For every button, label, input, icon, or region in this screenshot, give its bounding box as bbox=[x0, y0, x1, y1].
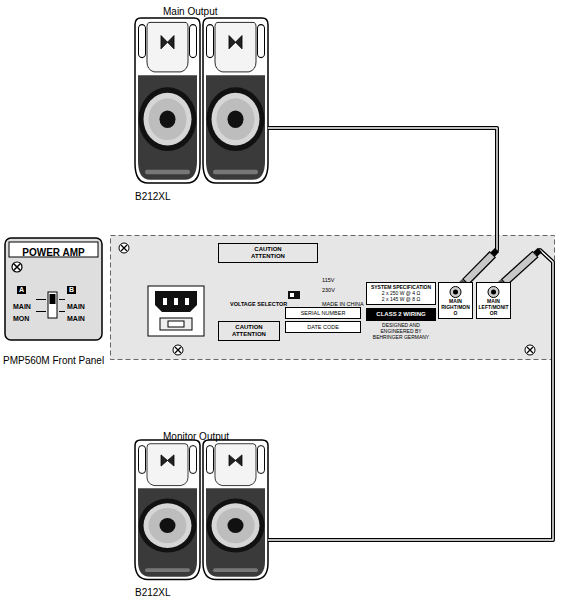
speaker bbox=[135, 440, 200, 580]
spec-text: 2 x 145 W @ 8 Ω bbox=[369, 297, 433, 303]
plug-strain-relief bbox=[493, 250, 497, 254]
output-jack: MAIN RIGHT/MONO bbox=[438, 282, 473, 319]
plug-body bbox=[504, 254, 536, 283]
output-label: Main Output bbox=[163, 6, 217, 18]
caution-text: ATTENTION bbox=[221, 331, 277, 338]
output-jack: MAIN LEFT/MONITOR bbox=[476, 282, 511, 319]
rear-panel: VOLTAGE SELECTOR115V230VMADE IN CHINADES… bbox=[110, 235, 555, 360]
output-label: B212XL bbox=[135, 587, 171, 599]
front-panel-art bbox=[5, 238, 102, 340]
speaker-cable bbox=[268, 128, 497, 282]
output-label: B212XL bbox=[135, 191, 171, 203]
panel-print: 115V bbox=[322, 277, 334, 283]
speaker bbox=[203, 440, 268, 580]
jack-label: MAIN LEFT/MONITOR bbox=[478, 299, 509, 316]
jack-socket bbox=[439, 283, 472, 299]
cable-core bbox=[268, 128, 497, 282]
front-panel: POWER AMPABMAINMONMAINMAINPMP560M Front … bbox=[5, 238, 102, 340]
output-label: Monitor Output bbox=[163, 431, 229, 443]
caution-text: ATTENTION bbox=[221, 253, 315, 260]
panel-label: MAIN bbox=[67, 303, 85, 311]
date-box: DATE CODE bbox=[285, 321, 361, 333]
panel-label: PMP560M Front Panel bbox=[3, 355, 104, 367]
panel-print: VOLTAGE SELECTOR bbox=[230, 301, 287, 307]
socket-hole bbox=[491, 290, 496, 295]
panel-print: 230V bbox=[322, 287, 335, 293]
caution-text: CAUTION bbox=[221, 246, 315, 253]
speaker-pair: Monitor OutputB212XL bbox=[130, 425, 268, 598]
rear-panel-art bbox=[111, 236, 555, 360]
socket-ring bbox=[488, 287, 499, 298]
plug-body bbox=[465, 254, 492, 282]
panel-label: MAIN bbox=[13, 303, 31, 311]
socket-ring bbox=[450, 287, 461, 298]
panel-label: B bbox=[67, 286, 76, 294]
panel-label: POWER AMP bbox=[22, 245, 84, 260]
cable-core bbox=[268, 250, 553, 540]
date-text: DATE CODE bbox=[288, 324, 358, 330]
panel-label: A bbox=[17, 286, 26, 294]
speaker bbox=[135, 18, 200, 183]
spec-box: SYSTEM SPECIFICATION2 x 250 W @ 4 Ω2 x 1… bbox=[366, 282, 436, 305]
jack-socket bbox=[477, 283, 510, 299]
serial-text: SERIAL NUMBER bbox=[288, 310, 358, 316]
plug-body-face bbox=[466, 255, 492, 281]
jack-label: MAIN RIGHT/MONO bbox=[440, 299, 471, 316]
caution-box: CAUTIONATTENTION bbox=[218, 243, 318, 263]
wiring-box: CLASS 2 WIRING bbox=[366, 308, 436, 321]
panel-print: DESIGNED AND ENGINEERED BY BEHRINGER GER… bbox=[366, 323, 436, 340]
speaker-pair: Main OutputB212XL bbox=[130, 0, 268, 200]
wiring-text: CLASS 2 WIRING bbox=[369, 311, 433, 318]
panel-label: MAIN bbox=[67, 315, 85, 323]
caution-box: CAUTIONATTENTION bbox=[218, 321, 280, 341]
speaker bbox=[203, 18, 268, 183]
plug-body-face bbox=[505, 255, 535, 282]
socket-hole bbox=[453, 290, 458, 295]
plug-strain-relief bbox=[536, 250, 540, 254]
serial-box: SERIAL NUMBER bbox=[285, 307, 361, 319]
speaker-cable bbox=[268, 250, 553, 540]
panel-label: MON bbox=[13, 315, 29, 323]
caution-text: CAUTION bbox=[221, 324, 277, 331]
